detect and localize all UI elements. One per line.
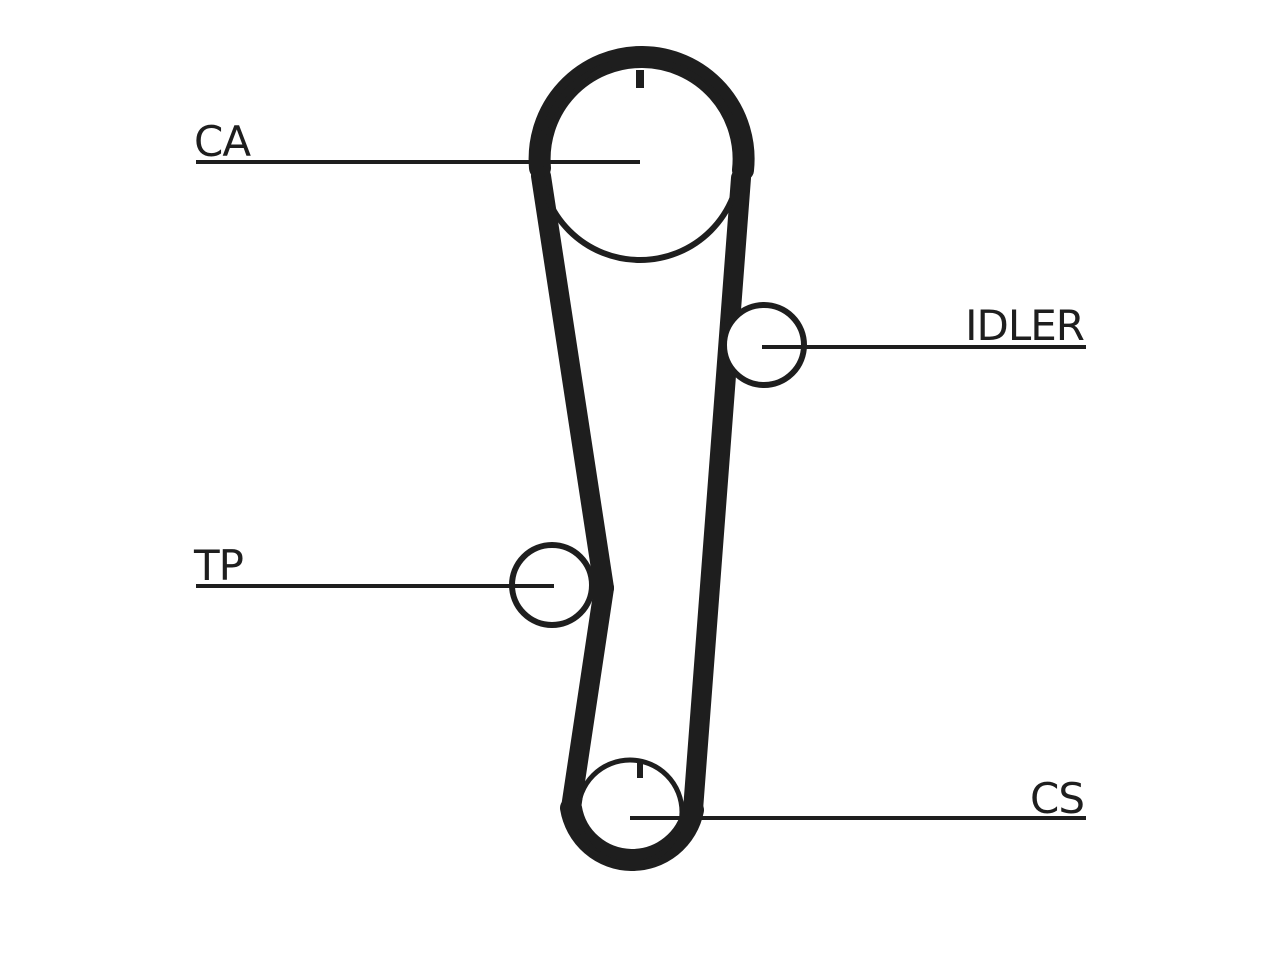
crankshaft-timing-mark xyxy=(637,760,643,778)
crankshaft-pulley-circle xyxy=(575,757,685,867)
idler-label: IDLER xyxy=(965,301,1084,350)
belt-left-lower-span xyxy=(561,578,614,818)
tensioner-label: TP xyxy=(193,541,243,590)
leader-lines xyxy=(196,160,1086,820)
crankshaft-pulley xyxy=(575,757,685,867)
camshaft-label: CA xyxy=(194,117,251,166)
belt xyxy=(528,46,755,871)
belt-left-upper-span xyxy=(531,166,614,598)
belt-right-span xyxy=(683,168,751,820)
crankshaft-label: CS xyxy=(1030,774,1084,823)
camshaft-timing-mark xyxy=(636,70,644,88)
